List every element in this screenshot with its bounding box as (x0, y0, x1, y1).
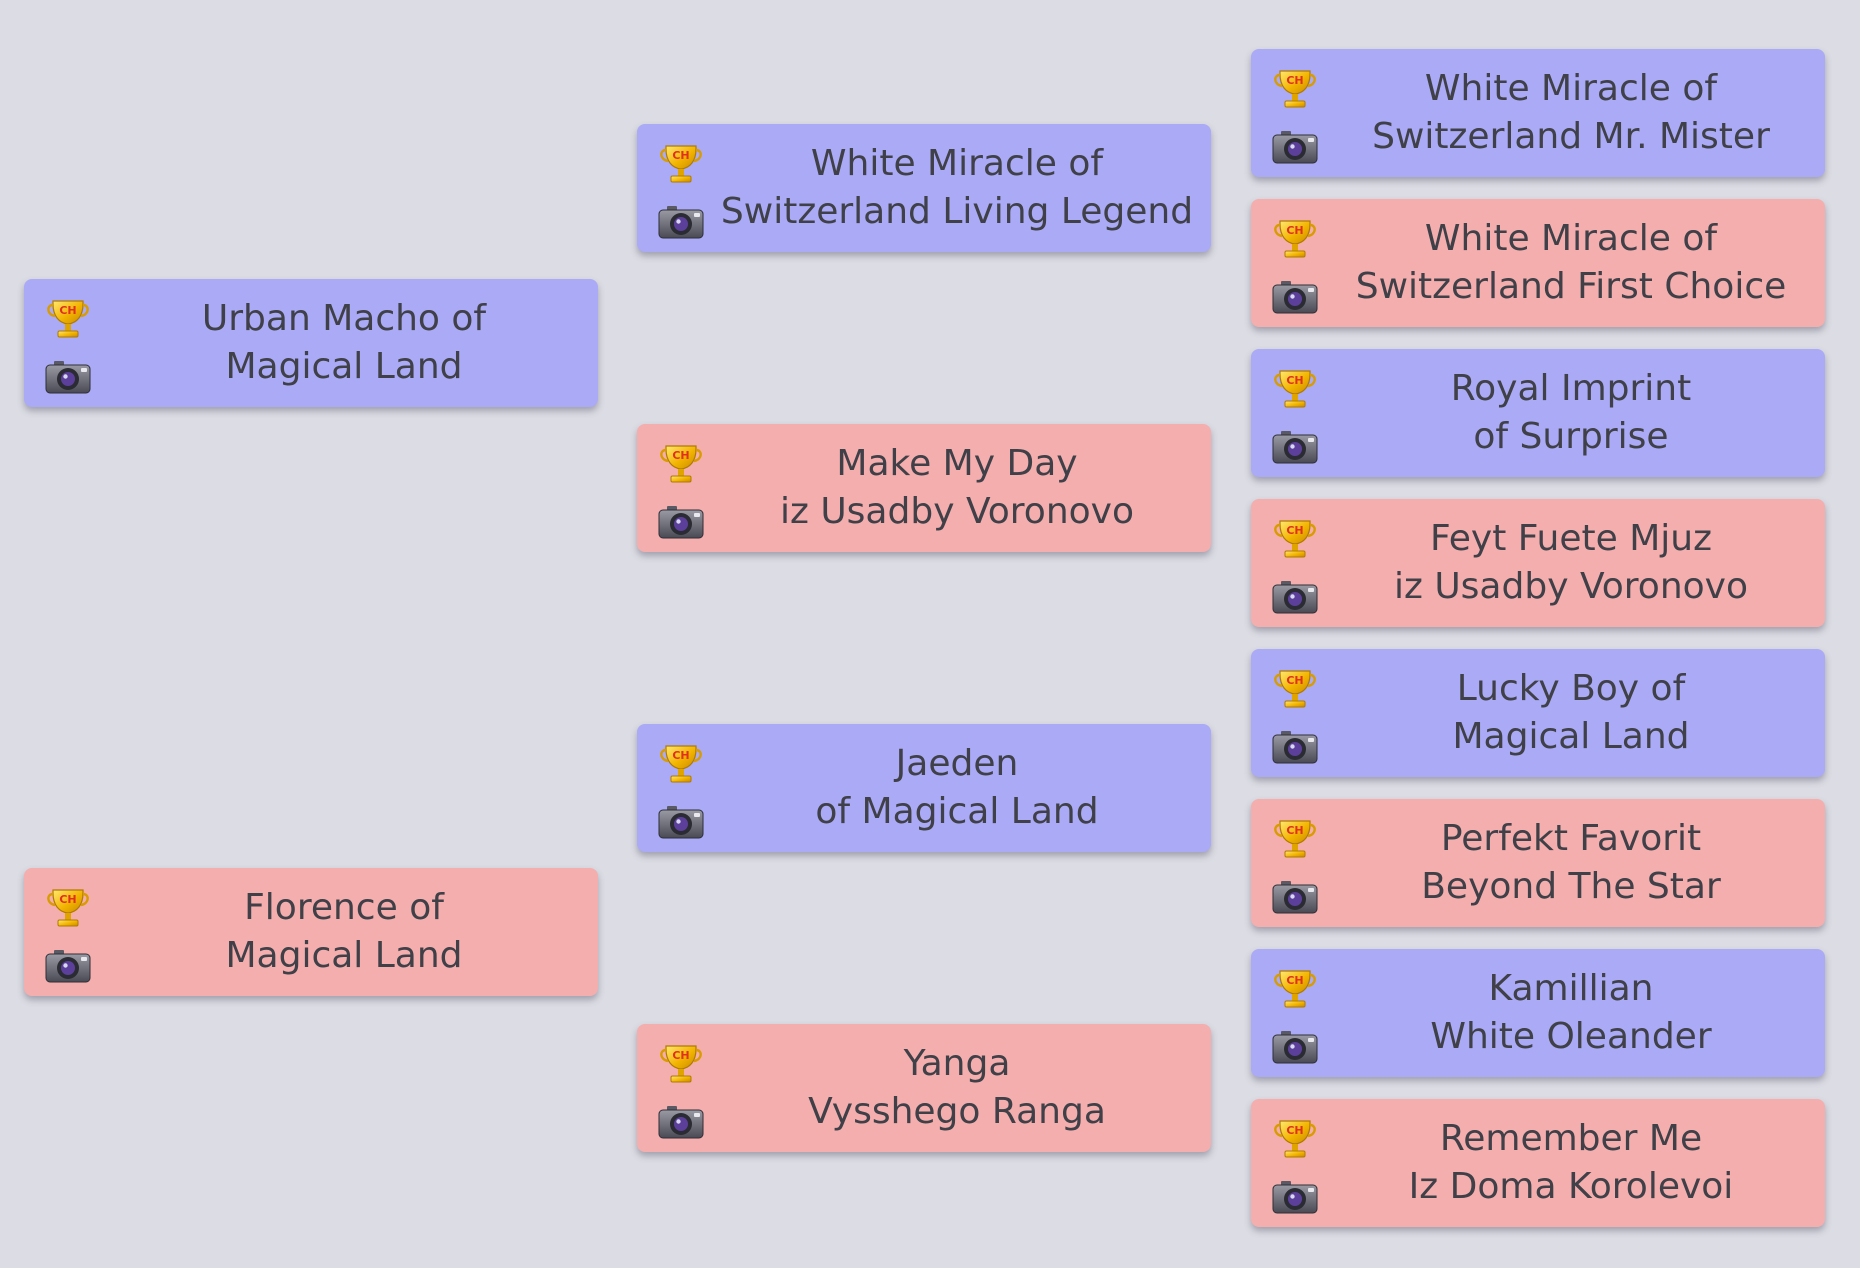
camera-icon[interactable] (1271, 1179, 1319, 1215)
svg-text:CH: CH (59, 304, 76, 317)
camera-icon[interactable] (657, 504, 705, 540)
pedigree-card-great-grandparent[interactable]: CH Remember Me Iz Doma Korolevoi (1251, 1099, 1825, 1227)
pedigree-card-great-grandparent[interactable]: CH Lucky Boy of Magical Land (1251, 649, 1825, 777)
pedigree-name: White Miracle of Switzerland First Choic… (1331, 199, 1811, 327)
camera-icon[interactable] (1271, 729, 1319, 765)
pedigree-name: White Miracle of Switzerland Living Lege… (717, 124, 1197, 252)
pedigree-card-grandparent[interactable]: CH Make My Day iz Usadby Voronovo (637, 424, 1211, 552)
trophy-icon[interactable]: CH (1271, 815, 1319, 863)
svg-text:CH: CH (672, 449, 689, 462)
name-line-1: Royal Imprint (1450, 368, 1692, 409)
trophy-icon[interactable]: CH (1271, 515, 1319, 563)
pedigree-card-grandparent[interactable]: CH Yanga Vysshego Ranga (637, 1024, 1211, 1152)
trophy-icon[interactable]: CH (657, 440, 705, 488)
trophy-icon[interactable]: CH (657, 1040, 705, 1088)
pedigree-card-sire[interactable]: CH Urban Macho of Magical Land (24, 279, 598, 407)
name-line-1: Urban Macho of (201, 298, 487, 339)
camera-icon[interactable] (657, 804, 705, 840)
camera-icon[interactable] (657, 204, 705, 240)
trophy-icon[interactable]: CH (1271, 665, 1319, 713)
name-line-2: Switzerland Mr. Mister (1372, 116, 1770, 157)
name-line-1: Jaeden (895, 743, 1019, 784)
svg-text:CH: CH (1286, 824, 1303, 837)
pedigree-name: Feyt Fuete Mjuz iz Usadby Voronovo (1331, 499, 1811, 627)
pedigree-name: Yanga Vysshego Ranga (717, 1024, 1197, 1152)
name-line-2: Beyond The Star (1421, 866, 1721, 907)
name-line-2: iz Usadby Voronovo (1393, 566, 1749, 607)
pedigree-name: Jaeden of Magical Land (717, 724, 1197, 852)
pedigree-name: Make My Day iz Usadby Voronovo (717, 424, 1197, 552)
svg-text:CH: CH (672, 1049, 689, 1062)
camera-icon[interactable] (44, 948, 92, 984)
pedigree-name: Perfekt Favorit Beyond The Star (1331, 799, 1811, 927)
name-line-1: White Miracle of (1424, 68, 1718, 109)
svg-text:CH: CH (1286, 524, 1303, 537)
camera-icon[interactable] (1271, 129, 1319, 165)
camera-icon[interactable] (1271, 429, 1319, 465)
name-line-2: of Magical Land (815, 791, 1099, 832)
svg-text:CH: CH (1286, 224, 1303, 237)
svg-text:CH: CH (1286, 674, 1303, 687)
svg-text:CH: CH (59, 893, 76, 906)
pedigree-name: Kamillian White Oleander (1331, 949, 1811, 1077)
pedigree-card-great-grandparent[interactable]: CH White Miracle of Switzerland Mr. Mist… (1251, 49, 1825, 177)
name-line-2: Magical Land (225, 346, 463, 387)
trophy-icon[interactable]: CH (1271, 65, 1319, 113)
pedigree-card-dam[interactable]: CH Florence of Magical Land (24, 868, 598, 996)
pedigree-card-great-grandparent[interactable]: CH Feyt Fuete Mjuz iz Usadby Voronovo (1251, 499, 1825, 627)
name-line-1: Lucky Boy of (1456, 668, 1686, 709)
trophy-icon[interactable]: CH (1271, 1115, 1319, 1163)
name-line-1: Perfekt Favorit (1440, 818, 1702, 859)
camera-icon[interactable] (657, 1104, 705, 1140)
svg-text:CH: CH (1286, 1124, 1303, 1137)
name-line-1: Florence of (244, 887, 444, 928)
trophy-icon[interactable]: CH (657, 740, 705, 788)
pedigree-card-great-grandparent[interactable]: CH Royal Imprint of Surprise (1251, 349, 1825, 477)
name-line-1: White Miracle of (810, 143, 1104, 184)
name-line-1: Feyt Fuete Mjuz (1430, 518, 1712, 559)
pedigree-card-great-grandparent[interactable]: CH Perfekt Favorit Beyond The Star (1251, 799, 1825, 927)
trophy-icon[interactable]: CH (44, 295, 92, 343)
camera-icon[interactable] (1271, 279, 1319, 315)
name-line-2: Magical Land (225, 935, 463, 976)
pedigree-name: Florence of Magical Land (104, 868, 584, 996)
name-line-1: Yanga (903, 1043, 1011, 1084)
camera-icon[interactable] (1271, 579, 1319, 615)
name-line-2: Magical Land (1452, 716, 1690, 757)
trophy-icon[interactable]: CH (1271, 215, 1319, 263)
pedigree-name: Lucky Boy of Magical Land (1331, 649, 1811, 777)
pedigree-card-grandparent[interactable]: CH Jaeden of Magical Land (637, 724, 1211, 852)
trophy-icon[interactable]: CH (657, 140, 705, 188)
pedigree-card-great-grandparent[interactable]: CH Kamillian White Oleander (1251, 949, 1825, 1077)
camera-icon[interactable] (1271, 879, 1319, 915)
svg-text:CH: CH (1286, 74, 1303, 87)
svg-text:CH: CH (672, 749, 689, 762)
pedigree-name: White Miracle of Switzerland Mr. Mister (1331, 49, 1811, 177)
svg-text:CH: CH (1286, 974, 1303, 987)
name-line-2: Switzerland First Choice (1355, 266, 1787, 307)
svg-text:CH: CH (1286, 374, 1303, 387)
trophy-icon[interactable]: CH (1271, 365, 1319, 413)
name-line-1: White Miracle of (1424, 218, 1718, 259)
name-line-2: Iz Doma Korolevoi (1408, 1166, 1734, 1207)
name-line-1: Remember Me (1439, 1118, 1703, 1159)
pedigree-name: Urban Macho of Magical Land (104, 279, 584, 407)
svg-text:CH: CH (672, 149, 689, 162)
name-line-1: Kamillian (1488, 968, 1654, 1009)
name-line-2: iz Usadby Voronovo (779, 491, 1135, 532)
name-line-2: Vysshego Ranga (808, 1091, 1106, 1132)
name-line-2: Switzerland Living Legend (720, 191, 1194, 232)
pedigree-card-grandparent[interactable]: CH White Miracle of Switzerland Living L… (637, 124, 1211, 252)
name-line-2: White Oleander (1430, 1016, 1712, 1057)
trophy-icon[interactable]: CH (1271, 965, 1319, 1013)
camera-icon[interactable] (44, 359, 92, 395)
trophy-icon[interactable]: CH (44, 884, 92, 932)
name-line-2: of Surprise (1473, 416, 1669, 457)
name-line-1: Make My Day (836, 443, 1078, 484)
pedigree-card-great-grandparent[interactable]: CH White Miracle of Switzerland First Ch… (1251, 199, 1825, 327)
pedigree-name: Royal Imprint of Surprise (1331, 349, 1811, 477)
pedigree-name: Remember Me Iz Doma Korolevoi (1331, 1099, 1811, 1227)
camera-icon[interactable] (1271, 1029, 1319, 1065)
